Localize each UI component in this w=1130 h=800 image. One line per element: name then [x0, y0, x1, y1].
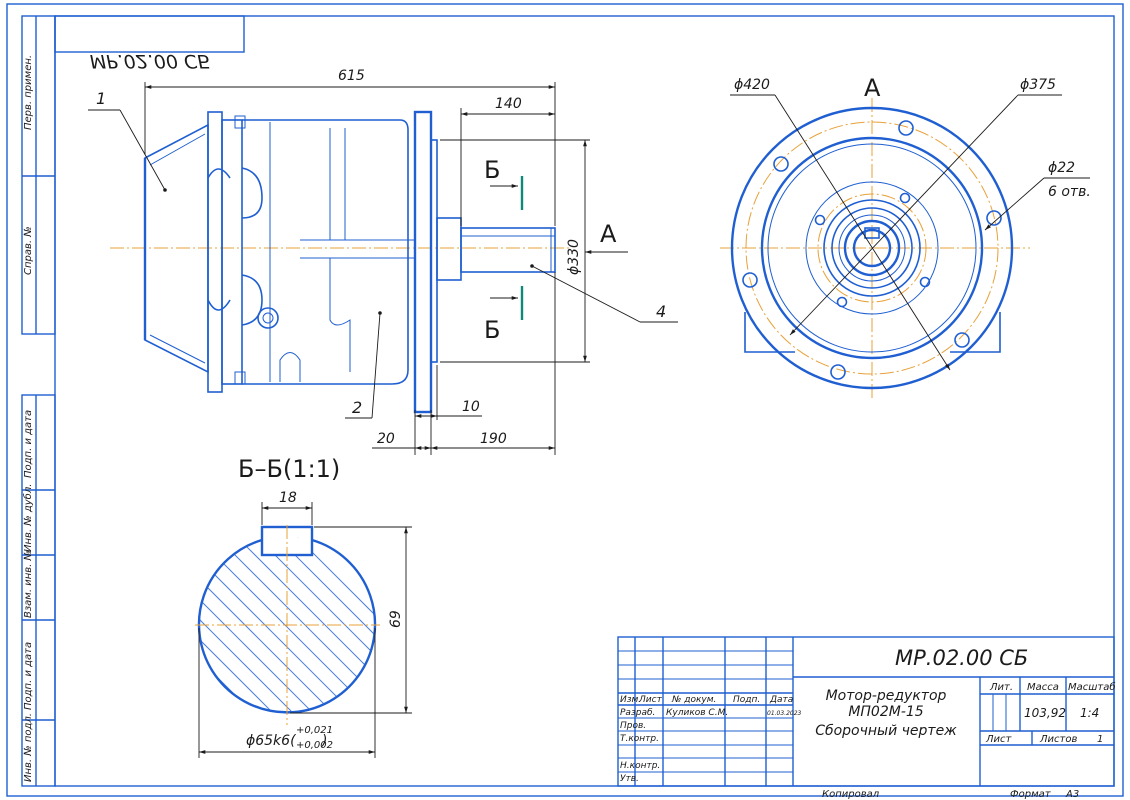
- col-date: Дата: [769, 695, 793, 705]
- sheets-value: 1: [1097, 734, 1103, 745]
- mirrored-designation: МР.02.00 СБ: [54, 15, 245, 72]
- side-strip: Перв. примен. Справ. № Подп. и дата Инв.…: [21, 15, 56, 787]
- col-doc: № докум.: [671, 695, 716, 705]
- leader-2: 2: [352, 398, 362, 417]
- col-izm: Изм.: [620, 695, 641, 705]
- mass-value: 103,92: [1024, 706, 1066, 720]
- dim-10: 10: [462, 399, 480, 415]
- view-arrow-a: А: [600, 220, 617, 248]
- col-list: Лист: [638, 695, 663, 705]
- designation-mirrored-text: МР.02.00 СБ: [90, 50, 211, 72]
- utv-label: Утв.: [620, 774, 639, 784]
- leader-1: 1: [96, 89, 106, 108]
- section-fit-main: ϕ65k6(: [246, 733, 296, 749]
- leader-4: 4: [656, 302, 666, 321]
- nkontr-label: Н.контр.: [620, 761, 660, 771]
- col-podp: Подп.: [733, 695, 760, 705]
- front-dia-22: ϕ22: [1048, 160, 1075, 176]
- strip-podp-data-1: Подп. и дата: [23, 410, 34, 478]
- kopiroval: Копировал: [822, 789, 880, 800]
- section-mark-b-top: Б: [484, 156, 500, 184]
- razrab-date: 01.03.2023: [767, 710, 802, 717]
- side-view: Б Б А 615 140 ϕ330 20 10 190 1: [88, 68, 678, 455]
- dim-140: 140: [495, 96, 522, 112]
- bolt-holes: [742, 120, 1002, 380]
- front-view: А ϕ420: [720, 74, 1091, 400]
- razrab-name: Куликов С.М.: [666, 708, 728, 718]
- dim-dia-330: ϕ330: [566, 239, 582, 275]
- front-holes: 6 отв.: [1048, 184, 1091, 200]
- format-label: Формат: [1010, 789, 1052, 800]
- strip-vzam-inv: Взам. инв. №: [23, 550, 34, 618]
- front-dia-420: ϕ420: [734, 77, 770, 93]
- title-name-1: Мотор-редуктор: [826, 688, 947, 704]
- section-fit-close: ): [321, 733, 327, 749]
- dim-190: 190: [480, 431, 507, 447]
- title-block: МР.02.00 СБ Мотор-редуктор МП02М-15 Сбор…: [617, 636, 1116, 800]
- section-height: 69: [388, 610, 404, 628]
- sheets-label: Листов: [1039, 734, 1077, 745]
- title-name-3: Сборочный чертеж: [815, 723, 957, 739]
- tkontr-label: Т.контр.: [620, 734, 659, 744]
- dim-615: 615: [338, 68, 365, 84]
- front-dia-375: ϕ375: [1020, 77, 1056, 93]
- sheet-label: Лист: [985, 734, 1013, 745]
- front-view-label: А: [864, 74, 881, 102]
- razrab-label: Разраб.: [620, 708, 655, 718]
- format-value: А3: [1065, 789, 1079, 800]
- title-code: МР.02.00 СБ: [895, 646, 1028, 670]
- section-tol-lower: +0,002: [296, 740, 333, 751]
- section-fit: ϕ65k6(: [246, 733, 296, 749]
- section-mark-b-bottom: Б: [484, 316, 500, 344]
- lit-label: Лит.: [989, 682, 1013, 693]
- dim-20: 20: [377, 431, 395, 447]
- section-b-b: Б–Б(1:1) 18 69 ϕ65k6( +0,021 +0,002 ): [195, 455, 412, 758]
- scale-label: Масштаб: [1068, 681, 1116, 693]
- scale-value: 1:4: [1080, 706, 1099, 720]
- mass-label: Масса: [1027, 682, 1059, 693]
- strip-inv-podl: Инв. № подл.: [23, 713, 34, 782]
- prov-label: Пров.: [620, 721, 646, 731]
- section-key-width: 18: [279, 490, 297, 506]
- section-title: Б–Б(1:1): [238, 455, 340, 483]
- strip-inv-dubl: Инв. № дубл.: [22, 484, 34, 552]
- strip-sprav-no: Справ. №: [23, 226, 34, 275]
- section-tol-upper: +0,021: [296, 725, 333, 736]
- strip-podp-data-2: Подп. и дата: [23, 642, 34, 710]
- title-name-2: МП02М-15: [848, 704, 923, 720]
- strip-perv-primen: Перв. примен.: [23, 55, 34, 130]
